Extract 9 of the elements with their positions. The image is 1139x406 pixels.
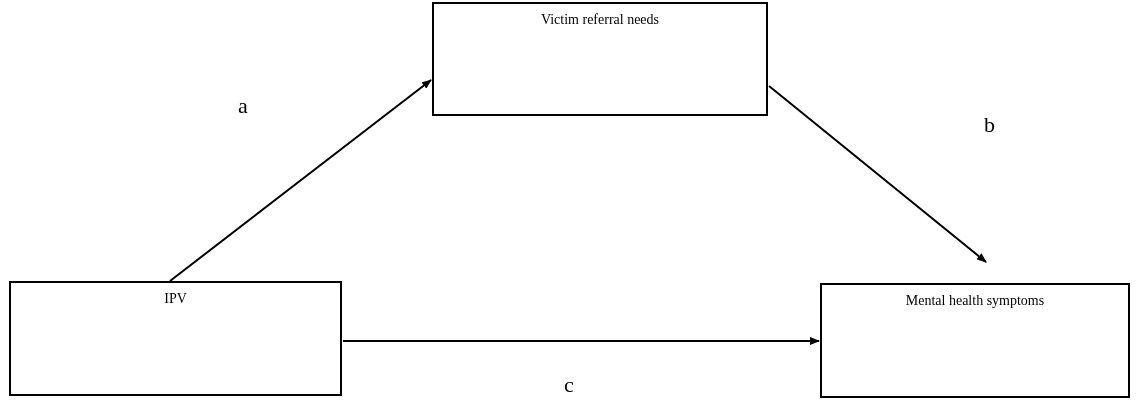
variable-box bbox=[432, 2, 768, 116]
box-label: IPV bbox=[164, 291, 187, 307]
arrow bbox=[169, 79, 432, 282]
box-label: Mental health symptoms bbox=[905, 293, 1045, 309]
variable-box bbox=[820, 283, 1130, 398]
arrow bbox=[342, 337, 820, 345]
arrow bbox=[768, 85, 987, 263]
variable-box bbox=[9, 281, 342, 396]
box-label: Victim referral needs bbox=[540, 12, 660, 28]
